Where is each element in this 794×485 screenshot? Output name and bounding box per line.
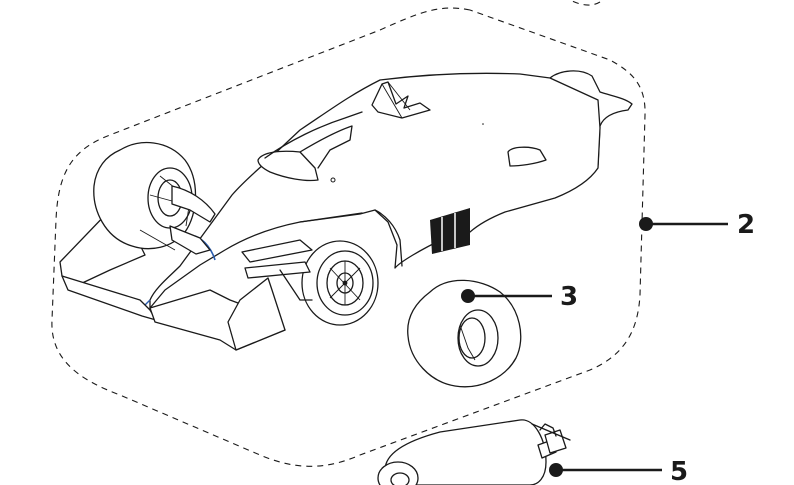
engine-cover-scoop — [507, 146, 547, 167]
callout-number: 3 — [560, 282, 578, 312]
detail-dot — [330, 177, 336, 183]
cockpit-opening — [257, 150, 319, 182]
callout-3: 3 — [461, 282, 578, 312]
assembly-boundary-dashed — [51, 0, 646, 467]
callout-number: 5 — [670, 457, 688, 485]
callout-5: 5 — [549, 457, 688, 485]
car-body — [139, 70, 633, 311]
side-vent-grille — [430, 208, 470, 254]
detail-dot — [482, 123, 484, 125]
sidepod-line — [299, 209, 403, 267]
cockpit-rim — [264, 111, 363, 169]
motor — [377, 419, 571, 485]
roll-hoop-brace — [381, 81, 411, 119]
rear-wheel — [93, 141, 216, 255]
callout-2: 2 — [639, 210, 755, 240]
callout-number: 2 — [737, 210, 755, 240]
front-wheel — [241, 239, 379, 326]
body-shell — [149, 72, 601, 309]
spare-tire — [407, 279, 522, 388]
